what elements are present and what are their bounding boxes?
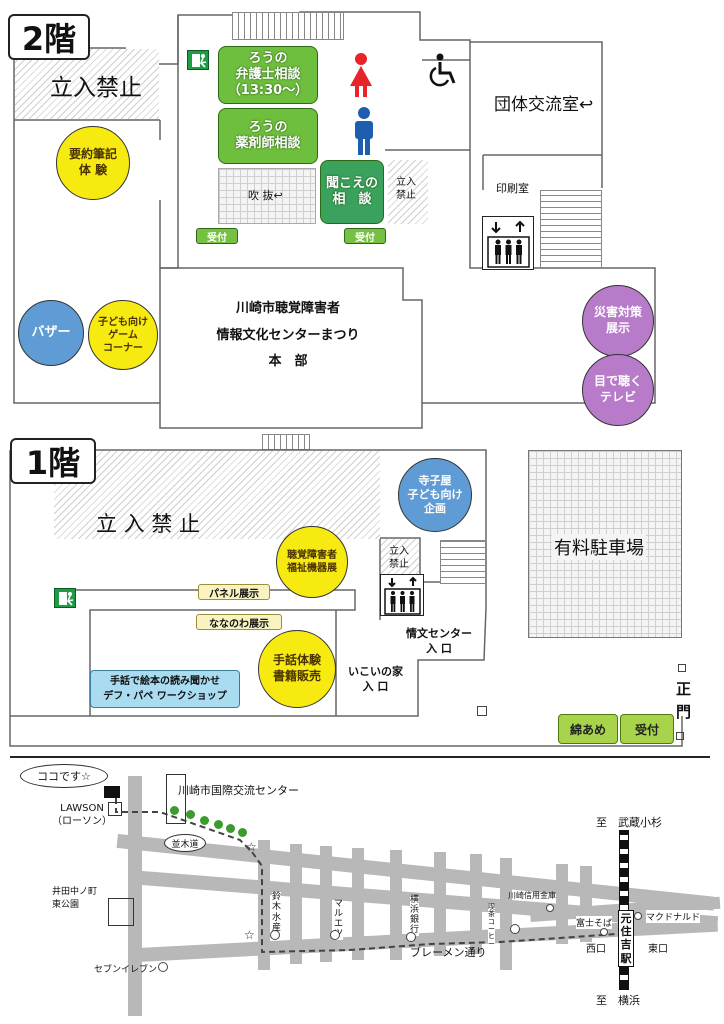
exit-sign-icon [187,50,209,70]
eye-tv-spot: 目で聴く テレビ [582,354,654,426]
suzuki-suisan-marker [270,930,280,940]
seven-eleven-label: セブンイレブン [94,965,158,975]
floor1-no-entry-label: 立 入 禁 止 [96,512,201,536]
tree-icon [238,828,247,837]
floor2-small-no-entry-label: 立入 禁止 [396,177,416,201]
gate-post-top [678,664,686,672]
summary-writing-spot: 要約筆記 体 験 [56,126,130,200]
sign-language-books-spot: 手話体験 書籍販売 [258,630,336,708]
paid-parking-label: 有料駐車場 [552,534,646,560]
gate-post-bottom [676,732,684,740]
wheelchair-icon [426,52,462,88]
kids-games-spot: 子ども向け ゲーム コーナー [88,300,158,370]
cotton-candy-booth: 綿あめ [558,714,618,744]
namikimichi-callout: 並木道 [164,834,206,852]
floor1-small-no-entry-label: 立入 禁止 [389,546,409,570]
seven-eleven-marker [158,962,168,972]
main-gate-label: 正 門 [676,680,692,721]
print-room-label: 印刷室 [496,182,529,195]
floor2-no-entry-label: 立入禁止 [50,75,142,101]
reception-left-badge: 受付 [196,228,238,244]
hearing-consultation-booth: 聞こえの 相 談 [320,160,384,224]
stairs-top [232,12,344,40]
elevator-icon-1f [380,574,424,616]
reception-right-badge: 受付 [344,228,386,244]
small-marker-1f [477,706,487,716]
ikoi-house-entrance-label: いこいの家 入 口 [348,665,403,694]
panel-exhibit-label: パネル展示 [198,584,270,600]
stairs-1f-top [262,434,310,450]
group-exchange-room-label: 団体交流室↩ [494,95,594,115]
park-label: 井田中ノ町 東公園 [52,887,98,910]
tree-icon [200,816,209,825]
disaster-exhibit-spot: 災害対策 展示 [582,285,654,357]
mcdonalds-label: マクドナルド [646,910,701,923]
yokohama-bank-label: 横 浜 銀 行 [410,895,420,936]
motosumiyoshi-station-label: 元 住 吉 駅 [618,910,634,967]
floor1-restricted-area [54,451,380,539]
coffee-label: 喫 茶 コ ー ヒ ー [488,903,495,949]
lawyer-consultation-booth: ろうの 弁護士相談 （13:30〜） [218,46,318,104]
bremen-street-label: ブレーメン通り [410,946,487,959]
atrium [218,168,316,224]
west-exit-label: 西口 [586,944,606,955]
welfare-equipment-spot: 聴覚障害者 福祉機器展 [276,526,348,598]
star-icon-2: ☆ [244,928,255,942]
tree-icon [226,824,235,833]
floor2-small-restricted [388,160,428,224]
tree-icon [186,810,195,819]
exit-sign-icon-1f [54,588,76,608]
stairs-right [540,190,602,268]
pharmacist-consultation-booth: ろうの 薬剤師相談 [218,108,318,164]
bazaar-spot: バザー [18,300,84,366]
suzuki-suisan-label: 鈴 木 水 産 [272,892,282,934]
to-yokohama-label: 至 横浜 [596,994,640,1007]
mcdonalds-marker [634,912,642,920]
female-restroom-icon [346,52,376,98]
storytelling-workshop-box: 手話で絵本の読み聞かせ デフ・パペ ワークショップ [90,670,240,708]
shinkin-label: 川崎信用金庫 [508,891,556,900]
tree-icon [170,806,179,815]
shinkin-marker [546,904,554,912]
coffee-marker [510,924,520,934]
stairs-1f-right [440,540,486,584]
atrium-label: 吹 抜↩ [248,189,283,202]
current-location-callout: ココです☆ [20,764,108,788]
terakoya-spot: 寺子屋 子ども向け 企画 [398,458,472,532]
park-block [108,898,134,926]
kokusai-center-building [166,774,186,824]
male-restroom-icon [350,106,378,156]
headquarters-label: 川崎市聴覚障害者 情報文化センターまつり 本 部 [216,301,360,370]
fuji-soba-marker [600,928,608,936]
floor2-restricted-area [15,49,159,119]
floor2-label: 2階 [8,14,90,60]
access-map [10,756,710,1022]
kokusai-center-label: 川崎市国際交流センター [178,784,299,797]
lawson-block [108,802,122,816]
nanowa-exhibit-label: ななのわ展示 [196,614,282,630]
lawson-label: LAWSON （ローソン） [52,803,112,827]
center-entrance-label: 情文センター 入 口 [406,627,472,656]
tree-icon [214,820,223,829]
east-exit-label: 東口 [648,944,668,955]
current-location-block [104,786,120,798]
maruetsu-marker [330,930,340,940]
yokohama-bank-marker [406,932,416,942]
elevator-icon [482,216,534,270]
reception-booth-1f: 受付 [620,714,674,744]
fuji-soba-label: 富士そば [576,916,613,929]
to-musashikosugi-label: 至 武蔵小杉 [596,816,662,829]
floor1-label: 1階 [10,438,96,484]
star-icon: ☆ [246,840,257,854]
